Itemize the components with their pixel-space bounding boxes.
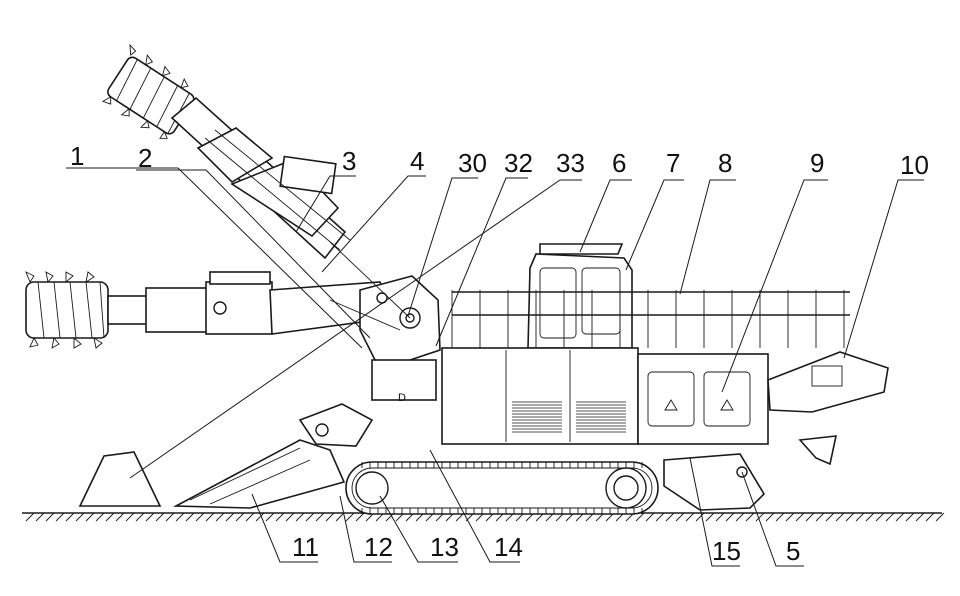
callout-8: 8 [718,148,732,178]
callout-3: 3 [342,146,356,176]
crawler-track [345,461,659,515]
rear-conveyor [767,351,889,466]
callout-13: 13 [430,532,459,562]
callout-7: 7 [666,148,680,178]
callout-32: 32 [504,148,533,178]
callout-1: 1 [70,141,84,171]
callout-11: 11 [292,532,319,562]
leader-lines [66,167,924,567]
callout-10: 10 [900,150,929,180]
loading-apron [78,403,374,509]
main-body [441,347,769,445]
callout-14: 14 [494,532,523,562]
lower-cutting-head [25,271,394,349]
callout-2: 2 [138,143,152,173]
callout-6: 6 [612,148,626,178]
panel-letter: D [398,392,406,404]
railing [451,290,850,348]
callout-labels: 1 2 3 4 30 32 33 6 7 8 9 10 11 12 13 14 … [70,141,929,566]
rear-stabilizer [663,453,766,511]
callout-4: 4 [410,146,424,176]
callout-30: 30 [458,148,487,178]
upper-cutting-head [101,43,351,260]
operator-cab [527,243,633,349]
callout-33: 33 [556,148,585,178]
callout-12: 12 [364,532,393,562]
callout-15: 15 [712,536,741,566]
callout-5: 5 [786,536,800,566]
callout-9: 9 [810,148,824,178]
